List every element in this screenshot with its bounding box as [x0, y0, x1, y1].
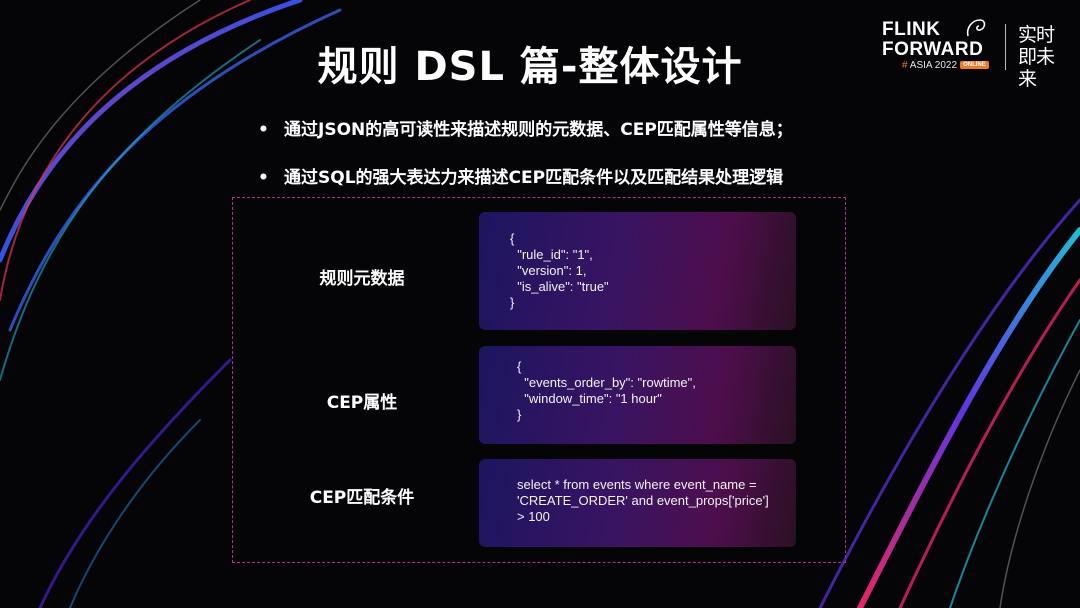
- logo-divider: [1005, 24, 1006, 70]
- logo-asia: ASIA 2022: [909, 60, 958, 71]
- slide-title: 规则 DSL 篇-整体设计: [317, 44, 743, 90]
- logo-wordmark: FLINK FORWARD: [882, 20, 983, 60]
- logo-online-badge: ONLINE: [960, 61, 989, 69]
- row-label-rule-metadata: 规则元数据: [319, 269, 405, 289]
- logo-line2: FORWARD: [882, 39, 984, 60]
- row-label-cep-properties: CEP属性: [326, 393, 398, 413]
- code-box-cep-condition: select * from events where event_name = …: [479, 459, 796, 547]
- logo-slogan: 实时即未来: [1018, 24, 1055, 90]
- bullet-item: • 通过JSON的高可读性来描述规则的元数据、CEP匹配属性等信息；: [258, 118, 793, 142]
- bullet-dot: •: [258, 120, 269, 140]
- code-cep-condition: select * from events where event_name = …: [517, 477, 769, 524]
- squirrel-icon: [966, 19, 986, 37]
- bullet-text: 通过JSON的高可读性来描述规则的元数据、CEP匹配属性等信息；: [284, 120, 793, 140]
- dsl-frame: [232, 197, 846, 563]
- code-box-rule-metadata: { "rule_id": "1", "version": 1, "is_aliv…: [479, 212, 796, 330]
- code-cep-properties: { "events_order_by": "rowtime", "window_…: [517, 359, 696, 422]
- bullet-text: 通过SQL的强大表达力来描述CEP匹配条件以及匹配结果处理逻辑: [284, 168, 784, 188]
- code-box-cep-properties: { "events_order_by": "rowtime", "window_…: [479, 346, 796, 444]
- bullet-list: • 通过JSON的高可读性来描述规则的元数据、CEP匹配属性等信息； • 通过S…: [258, 118, 793, 214]
- logo-hash: #: [902, 60, 908, 71]
- bullet-dot: •: [258, 168, 269, 188]
- code-rule-metadata: { "rule_id": "1", "version": 1, "is_aliv…: [510, 231, 609, 310]
- logo-line1: FLINK: [882, 19, 941, 40]
- row-label-cep-condition: CEP匹配条件: [309, 488, 415, 508]
- bullet-item: • 通过SQL的强大表达力来描述CEP匹配条件以及匹配结果处理逻辑: [258, 166, 793, 190]
